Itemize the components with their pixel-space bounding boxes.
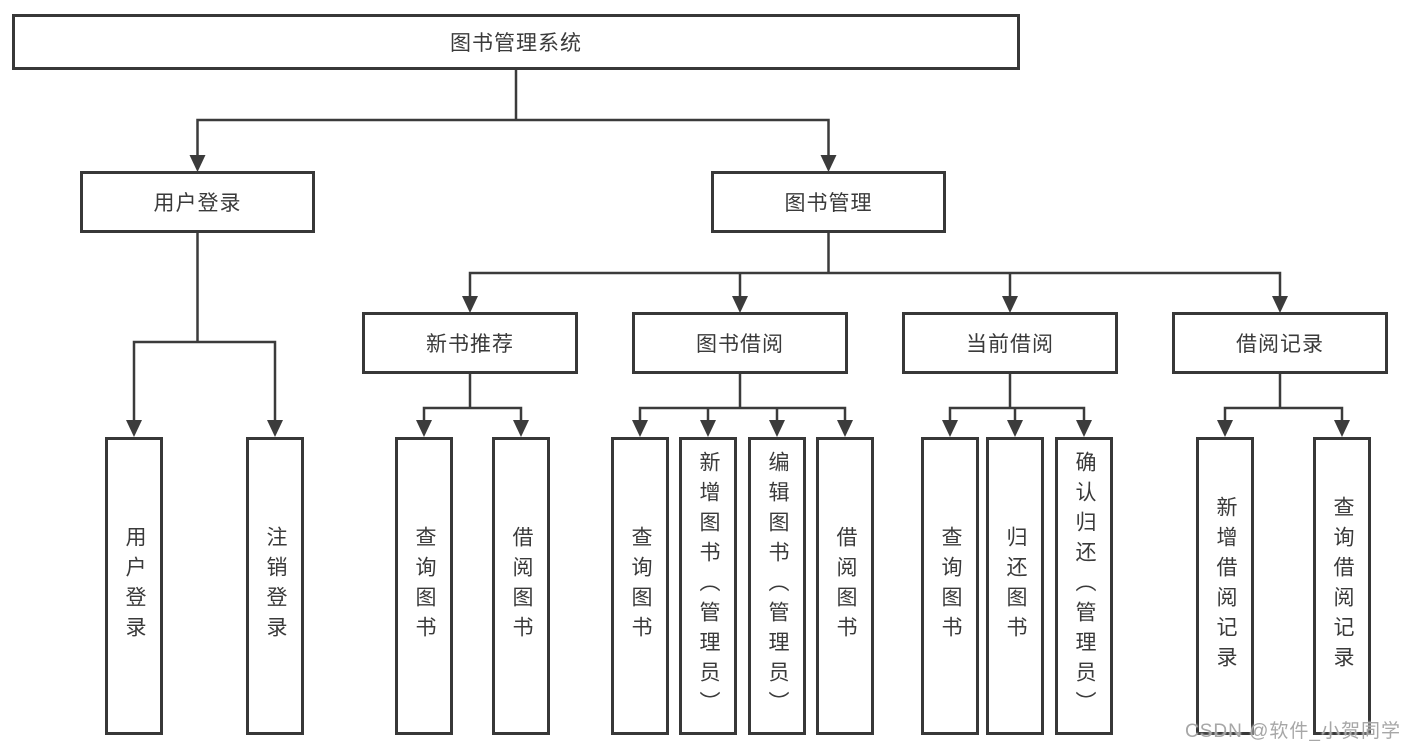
leaf-recommend-query-books: 查询图书 [395,437,453,735]
leaf-edit-books-admin-label: 编辑图书（管理员） [766,451,789,721]
node-borrow-records-label: 借阅记录 [1236,333,1324,356]
leaf-return-books: 归还图书 [986,437,1044,735]
node-root-system-label: 图书管理系统 [450,32,582,55]
leaf-query-borrow-record-label: 查询借阅记录 [1331,496,1354,676]
connector-new-book-recommend [422,374,523,422]
leaf-current-query-books: 查询图书 [921,437,979,735]
leaf-user-login: 用户登录 [105,437,163,735]
node-book-management-label: 图书管理 [784,192,873,215]
leaf-confirm-return-admin: 确认归还（管理员） [1055,437,1113,735]
connector-book-borrow [638,374,847,422]
arrowheads [126,155,1350,437]
connector-user-login [132,233,277,422]
csdn-watermark: CSDN @软件_小贺同学 [1185,721,1401,742]
connector-book-management [468,233,1282,298]
node-current-borrow: 当前借阅 [902,312,1118,374]
leaf-add-borrow-record-label: 新增借阅记录 [1214,496,1237,676]
leaf-borrow-books-label: 借阅图书 [834,526,857,646]
leaf-borrow-books: 借阅图书 [816,437,874,735]
leaf-return-books-label: 归还图书 [1004,526,1027,646]
leaf-add-borrow-record: 新增借阅记录 [1196,437,1254,735]
leaf-add-books-admin-label: 新增图书（管理员） [697,451,720,721]
node-current-borrow-label: 当前借阅 [966,333,1054,356]
node-borrow-records: 借阅记录 [1172,312,1388,374]
leaf-borrow-query-books-label: 查询图书 [629,526,652,646]
node-new-book-recommend: 新书推荐 [362,312,578,374]
leaf-logout-label: 注销登录 [264,526,287,646]
node-book-borrow: 图书借阅 [632,312,848,374]
connector-borrow-records [1223,374,1344,422]
node-book-borrow-label: 图书借阅 [696,333,784,356]
leaf-recommend-borrow-books: 借阅图书 [492,437,550,735]
node-new-book-recommend-label: 新书推荐 [426,333,514,356]
leaf-edit-books-admin: 编辑图书（管理员） [748,437,806,735]
node-user-login: 用户登录 [80,171,315,233]
leaf-user-login-label: 用户登录 [123,526,146,646]
leaf-logout: 注销登录 [246,437,304,735]
leaf-query-borrow-record: 查询借阅记录 [1313,437,1371,735]
leaf-recommend-query-books-label: 查询图书 [413,526,436,646]
connector-root [196,70,830,157]
leaf-add-books-admin: 新增图书（管理员） [679,437,737,735]
leaf-current-query-books-label: 查询图书 [939,526,962,646]
leaf-confirm-return-admin-label: 确认归还（管理员） [1073,451,1096,721]
node-root-system: 图书管理系统 [12,14,1020,70]
connector-current-borrow [948,374,1086,422]
leaf-recommend-borrow-books-label: 借阅图书 [510,526,533,646]
node-user-login-label: 用户登录 [153,192,242,215]
node-book-management: 图书管理 [711,171,946,233]
leaf-borrow-query-books: 查询图书 [611,437,669,735]
